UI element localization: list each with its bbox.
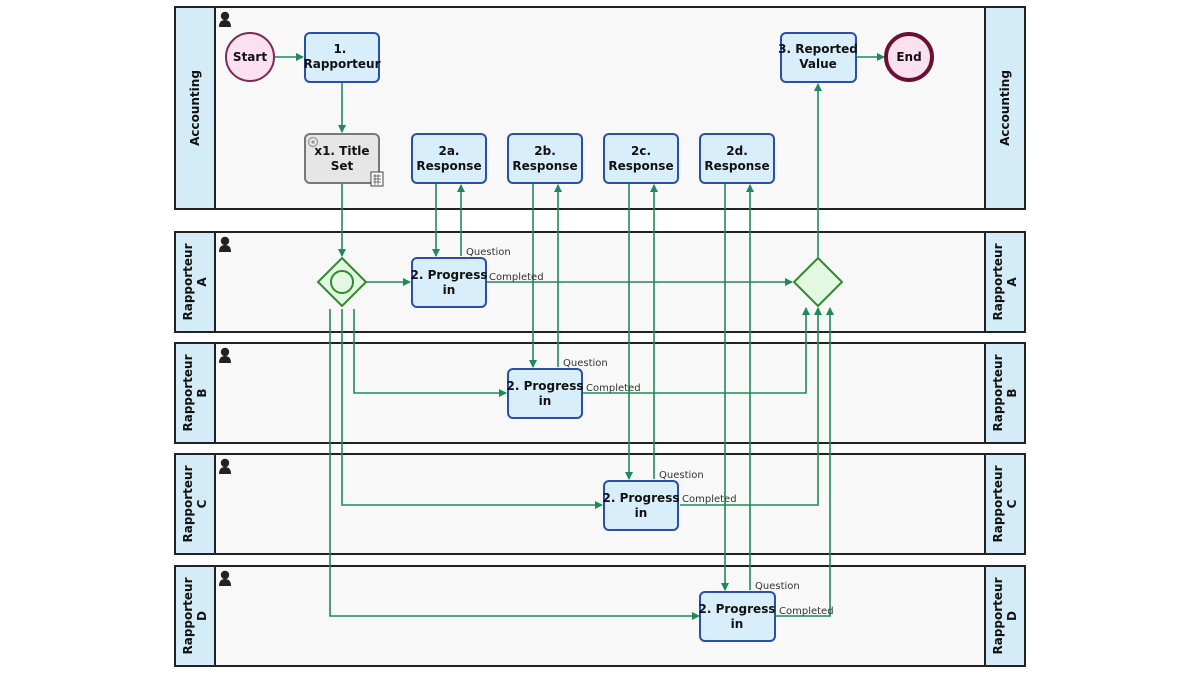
task-label-line: x1. Title: [314, 144, 369, 158]
lane-rapporteur-c: RapporteurC RapporteurC: [174, 453, 1026, 555]
svg-text:2d.Response: 2d.Response: [704, 144, 769, 173]
gateway-merge[interactable]: [792, 256, 844, 308]
lane-label-right: RapporteurC: [991, 465, 1019, 542]
task-label-line: 1.: [333, 42, 346, 56]
flow-pd-to-merge: [776, 307, 834, 617]
flow-pc-to-merge: [680, 307, 822, 506]
task-x1-title-set[interactable]: x1. Title Set: [304, 133, 384, 187]
flow-label-question: Question: [563, 358, 608, 369]
flow-split-to-pc: [341, 309, 603, 509]
flow-label-question: Question: [466, 247, 511, 258]
svg-text:2a.Response: 2a.Response: [416, 144, 481, 173]
end-event-label: End: [896, 50, 921, 64]
flow-label-completed: Completed: [779, 606, 834, 617]
task-label-line: Set: [331, 159, 354, 173]
start-event[interactable]: Start: [225, 32, 275, 82]
task-2d-response[interactable]: 2d.Response: [699, 133, 775, 184]
flow-label-question: Question: [755, 581, 800, 592]
flow-label-completed: Completed: [586, 383, 641, 394]
task-1-rapporteur[interactable]: 1. Rapporteur: [303, 32, 381, 83]
flow-split-to-pb: [353, 309, 507, 397]
lane-label-left: Accounting: [188, 70, 202, 146]
svg-text:2b.Response: 2b.Response: [512, 144, 577, 173]
flow-pb-to-merge: [583, 307, 810, 394]
lane-label-left: RapporteurA: [181, 243, 209, 320]
svg-text:2c.Response: 2c.Response: [608, 144, 673, 173]
lane-label-right: Accounting: [998, 70, 1012, 146]
flow-split-to-pd: [329, 309, 700, 620]
lane-label-right: RapporteurA: [991, 243, 1019, 320]
start-event-label: Start: [233, 50, 267, 64]
lane-label-left: RapporteurD: [181, 577, 209, 654]
svg-text:x1. Title Set: x1. Title Set: [314, 144, 373, 173]
task-2a-response[interactable]: 2a.Response: [411, 133, 487, 184]
end-event[interactable]: End: [884, 32, 934, 82]
task-2c-response[interactable]: 2c.Response: [603, 133, 679, 184]
flow-label-question: Question: [659, 470, 704, 481]
calculator-icon: [370, 171, 384, 187]
lane-label-left: RapporteurC: [181, 465, 209, 542]
task-2b-response[interactable]: 2b.Response: [507, 133, 583, 184]
lane-label-left: RapporteurB: [181, 354, 209, 431]
task-label-line: Rapporteur: [303, 57, 380, 71]
lane-label-right: RapporteurD: [991, 577, 1019, 654]
gateway-split[interactable]: [316, 256, 368, 308]
sequence-flows: [275, 53, 885, 620]
flow-label-completed: Completed: [682, 494, 737, 505]
svg-text:1. Rapporteur: 1. Rapporteur: [303, 42, 380, 71]
flow-label-completed: Completed: [489, 272, 544, 283]
lane-label-right: RapporteurB: [991, 354, 1019, 431]
gear-icon: [307, 136, 319, 148]
